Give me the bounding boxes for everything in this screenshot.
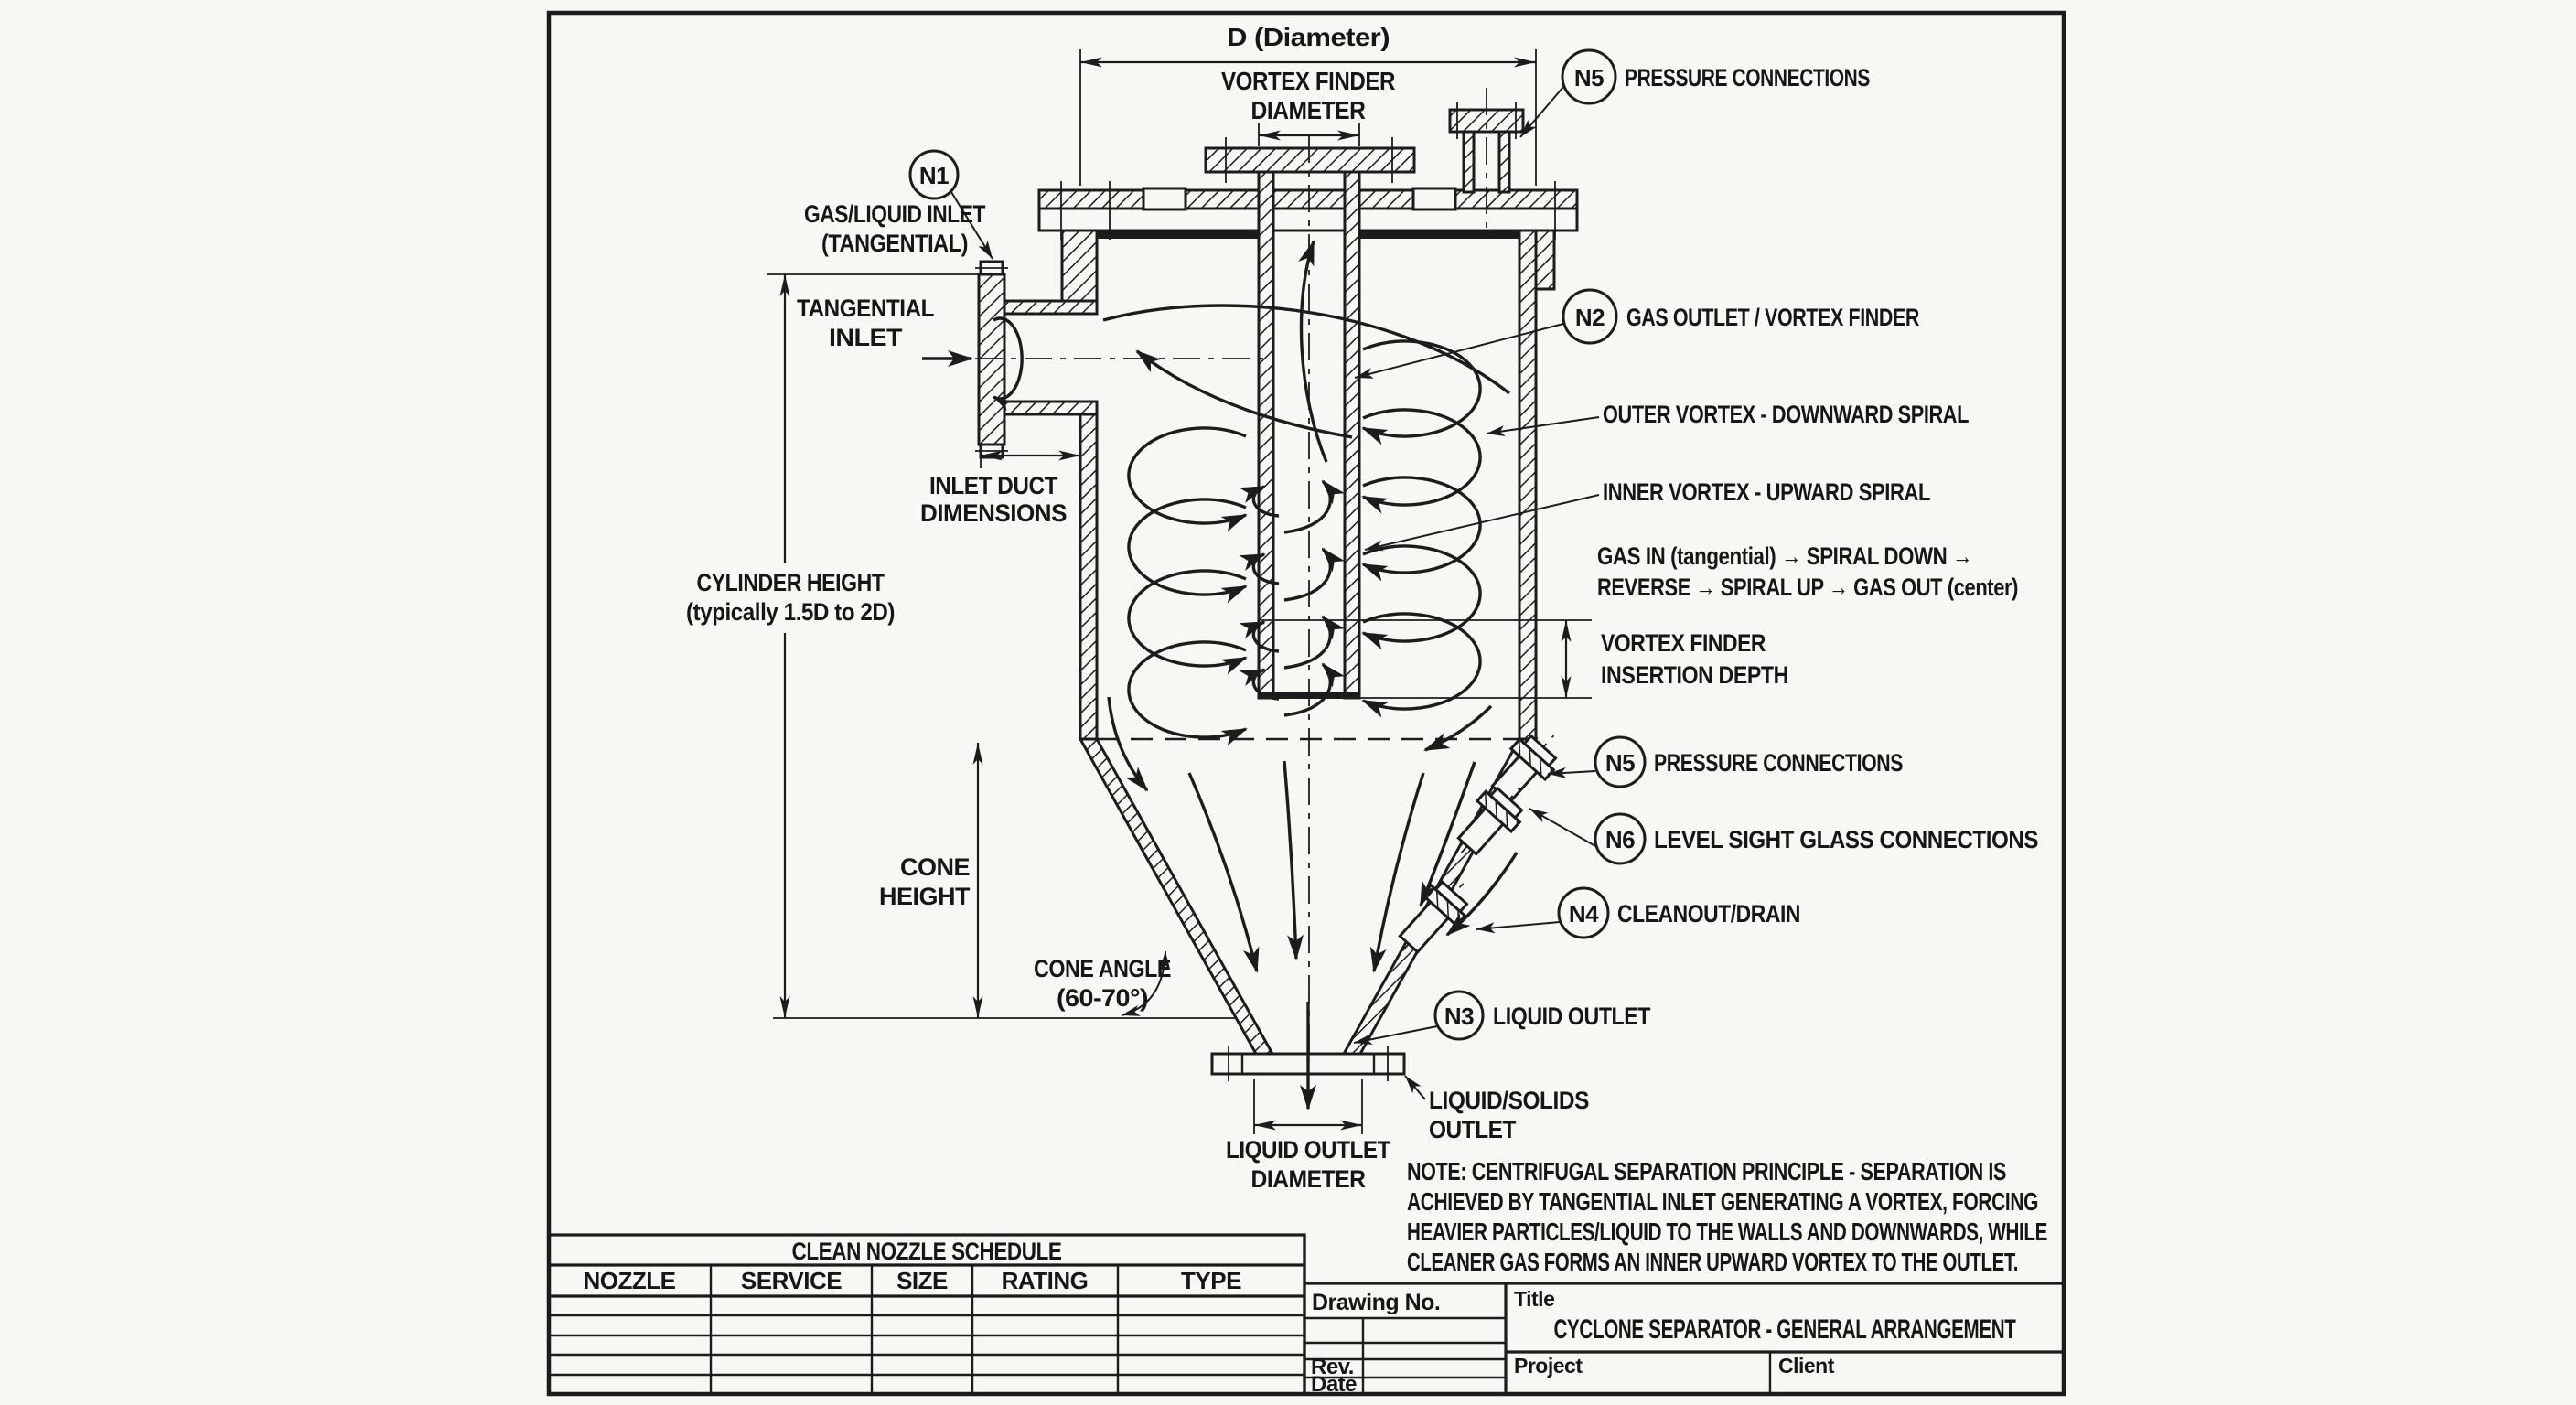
n5-mid-balloon: [1594, 735, 1647, 788]
n4-balloon: [1557, 886, 1610, 939]
n1-tag: N1: [919, 162, 949, 189]
n5-top-pipe-left: [1462, 130, 1476, 194]
dim-cone-height-2: HEIGHT: [879, 883, 971, 910]
dim-cone-angle-2: (60-70°): [1057, 984, 1148, 1012]
title-label: Title: [1514, 1287, 1554, 1311]
n2-tag: N2: [1575, 304, 1605, 331]
callouts: N1 GAS/LIQUID INLET (TANGENTIAL) TANGENT…: [797, 48, 2039, 1143]
liquid-solids-label-1: LIQUID/SOLIDS: [1429, 1087, 1589, 1114]
dim-cone-angle-1: CONE ANGLE: [1034, 955, 1171, 982]
schedule-col-nozzle: NOZZLE: [584, 1267, 676, 1294]
n6-label: LEVEL SIGHT GLASS CONNECTIONS: [1654, 826, 2038, 853]
tangential-inlet-label-2: INLET: [829, 324, 903, 351]
gas-liquid-inlet-label-2: (TANGENTIAL): [821, 230, 968, 257]
shell-wall-right: [1518, 229, 1538, 741]
vortex-finder-flange: [1204, 146, 1416, 174]
rev-label: Rev.: [1311, 1355, 1354, 1379]
head-plate-left: [1097, 231, 1259, 239]
head-plate-right: [1359, 231, 1519, 239]
top-head-flange-lower: [1037, 207, 1579, 232]
n2-label: GAS OUTLET / VORTEX FINDER: [1626, 304, 1919, 331]
vortex-finder-wall-left: [1257, 170, 1275, 700]
flow-arrows: [922, 240, 1519, 1110]
flow-summary-2: REVERSE → SPIRAL UP → GAS OUT (center): [1597, 574, 2018, 601]
head-cap-left: [1060, 229, 1099, 306]
pressure-connection-top: [1448, 88, 1525, 232]
n5-mid-tag: N5: [1605, 749, 1635, 777]
n5-top-balloon: [1561, 48, 1617, 105]
dim-vf-insertion-2: INSERTION DEPTH: [1601, 661, 1788, 689]
schedule-col-size: SIZE: [896, 1267, 948, 1294]
n2-balloon: [1562, 288, 1618, 345]
dim-vf-diameter-2: DIAMETER: [1251, 96, 1366, 124]
inlet-duct-top-wall: [1003, 299, 1099, 316]
flow-summary-1: GAS IN (tangential) → SPIRAL DOWN →: [1597, 542, 1972, 570]
n5-top-pipe-right: [1497, 130, 1511, 194]
title-block: Drawing No. Rev. Date Title CYCLONE SEPA…: [1303, 1235, 2064, 1397]
schedule-title: CLEAN NOZZLE SCHEDULE: [792, 1238, 1062, 1265]
dim-inlet-duct-2: DIMENSIONS: [920, 499, 1067, 527]
note-block: NOTE: CENTRIFUGAL SEPARATION PRINCIPLE -…: [1407, 1157, 2048, 1276]
shell-wall-left: [1079, 413, 1099, 741]
note-line-3: HEAVIER PARTICLES/LIQUID TO THE WALLS AN…: [1407, 1217, 2047, 1246]
n3-label: LIQUID OUTLET: [1493, 1003, 1651, 1030]
n5-top-label: PRESSURE CONNECTIONS: [1625, 64, 1870, 91]
liquid-solids-label-2: OUTLET: [1429, 1116, 1517, 1143]
n3-tag: N3: [1444, 1003, 1474, 1030]
cone-nozzle-n6: [1456, 786, 1524, 856]
inner-vortex-label: INNER VORTEX - UPWARD SPIRAL: [1603, 478, 1930, 506]
note-line-4: CLEANER GAS FORMS AN INNER UPWARD VORTEX…: [1407, 1248, 2018, 1276]
schedule-col-type: TYPE: [1181, 1267, 1241, 1294]
schedule-col-rating: RATING: [1002, 1267, 1089, 1294]
date-label: Date: [1311, 1372, 1357, 1397]
dim-cylinder-height-2: (typically 1.5D to 2D): [686, 598, 895, 626]
dim-inlet-duct-1: INLET DUCT: [929, 472, 1058, 499]
cone-nozzle-n5: [1490, 734, 1558, 804]
n6-balloon: [1594, 812, 1647, 865]
outer-vortex-label: OUTER VORTEX - DOWNWARD SPIRAL: [1603, 401, 1969, 428]
n1-balloon: [908, 149, 960, 200]
gas-liquid-inlet-label-1: GAS/LIQUID INLET: [804, 200, 986, 228]
note-line-1: NOTE: CENTRIFUGAL SEPARATION PRINCIPLE -…: [1407, 1157, 2006, 1185]
inlet-duct-bottom-wall: [1003, 400, 1099, 416]
nozzle-schedule-table: CLEAN NOZZLE SCHEDULE NOZZLE SERVICE SIZ…: [547, 1233, 1306, 1396]
dim-cylinder-height-1: CYLINDER HEIGHT: [697, 569, 886, 596]
dim-liquid-outlet-dia-2: DIAMETER: [1251, 1165, 1366, 1193]
n4-label: CLEANOUT/DRAIN: [1617, 900, 1800, 928]
dimensions: D (Diameter) VORTEX FINDER DIAMETER INLE…: [677, 23, 1789, 1193]
tangential-inlet-label-1: TANGENTIAL: [797, 295, 934, 322]
dim-d-diameter: D (Diameter): [1227, 23, 1390, 51]
dim-vf-diameter-1: VORTEX FINDER: [1221, 67, 1395, 95]
project-label: Project: [1514, 1354, 1583, 1378]
cyclone-vessel: [975, 88, 1579, 1081]
schedule-col-service: SERVICE: [741, 1267, 842, 1294]
drawing-title: CYCLONE SEPARATOR - GENERAL ARRANGEMENT: [1554, 1314, 2016, 1345]
n6-tag: N6: [1605, 826, 1635, 853]
client-label: Client: [1778, 1354, 1835, 1378]
n5-top-tag: N5: [1574, 64, 1604, 91]
dim-liquid-outlet-dia-1: LIQUID OUTLET: [1226, 1136, 1391, 1164]
inlet-flange: [977, 273, 1006, 446]
swirl-symbol: [993, 316, 1024, 412]
dim-vf-insertion-1: VORTEX FINDER: [1601, 629, 1766, 657]
bolt-slot: [1411, 187, 1457, 211]
bolt-slot: [1142, 187, 1187, 211]
note-line-2: ACHIEVED BY TANGENTIAL INLET GENERATING …: [1407, 1187, 2038, 1216]
drawing-no-label: Drawing No.: [1312, 1290, 1440, 1315]
n3-balloon: [1433, 990, 1485, 1041]
top-head-flange-upper: [1037, 188, 1579, 210]
n5-mid-label: PRESSURE CONNECTIONS: [1654, 749, 1903, 777]
dim-cone-height-1: CONE: [900, 853, 970, 881]
n4-tag: N4: [1569, 900, 1599, 928]
